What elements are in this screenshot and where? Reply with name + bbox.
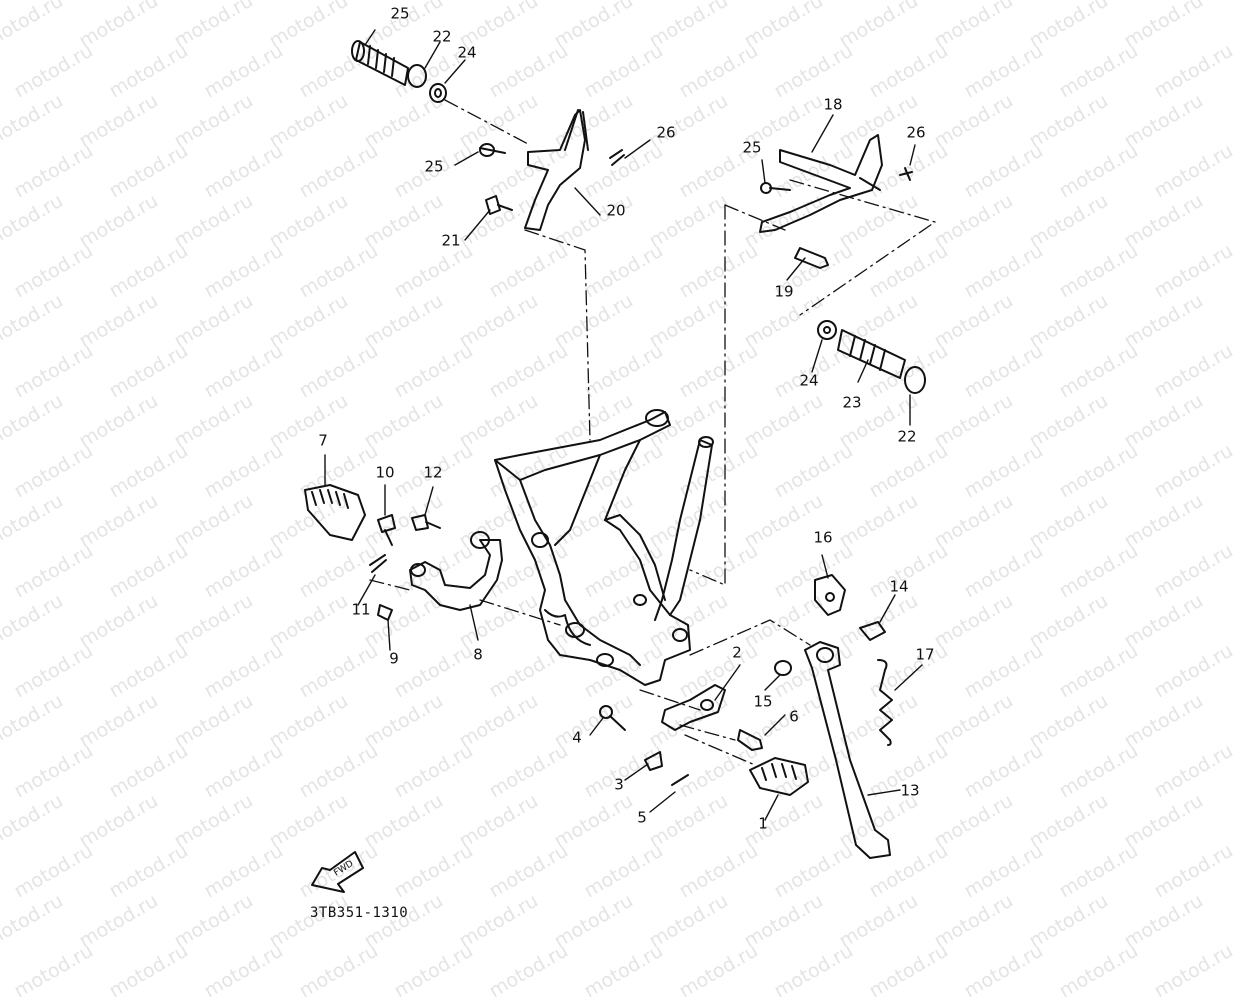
watermark-text: motod.ru bbox=[295, 939, 382, 1002]
watermark-text: motod.ru bbox=[675, 939, 762, 1002]
callout-5: 5 bbox=[637, 808, 647, 827]
callout-23-upper: 25 bbox=[390, 4, 410, 23]
rear-footpeg-left bbox=[351, 40, 447, 103]
callout-3: 3 bbox=[614, 775, 624, 794]
callout-11: 11 bbox=[351, 600, 371, 619]
callout-2: 2 bbox=[732, 643, 742, 662]
watermark-text: motod.ru bbox=[580, 939, 667, 1002]
alignment-lines bbox=[369, 99, 936, 766]
callout-24-right: 24 bbox=[799, 371, 819, 390]
callout-12: 12 bbox=[423, 463, 443, 482]
frame-subassembly bbox=[494, 409, 714, 686]
direction-arrow-icon: FWD bbox=[311, 851, 364, 893]
callout-21: 21 bbox=[441, 231, 461, 250]
callout-1: 1 bbox=[758, 814, 768, 833]
callout-9: 9 bbox=[389, 649, 399, 668]
watermark-text: motod.ru bbox=[770, 939, 857, 1002]
watermark-text: motod.ru bbox=[960, 939, 1047, 1002]
rear-footpeg-right bbox=[817, 320, 926, 394]
callout-25-right: 25 bbox=[742, 138, 762, 157]
watermark-text: motod.ru bbox=[105, 939, 192, 1002]
callout-22-right: 22 bbox=[897, 427, 917, 446]
front-footrest-left bbox=[304, 484, 503, 621]
callout-15: 15 bbox=[753, 692, 773, 711]
callout-26-upper: 26 bbox=[656, 123, 676, 142]
callout-20: 20 bbox=[606, 201, 626, 220]
callout-18: 18 bbox=[823, 95, 843, 114]
callout-8: 8 bbox=[473, 645, 483, 664]
callout-23-right: 23 bbox=[842, 393, 862, 412]
watermark-text: motod.ru bbox=[865, 939, 952, 1002]
leader-lines bbox=[324, 29, 923, 821]
exploded-view-drawing: FWD bbox=[304, 29, 936, 893]
callout-19: 19 bbox=[774, 282, 794, 301]
callout-26-right: 26 bbox=[906, 123, 926, 142]
callout-16: 16 bbox=[813, 528, 833, 547]
callout-24-upper: 24 bbox=[457, 43, 477, 62]
watermark-text: motod.ru bbox=[1055, 939, 1142, 1002]
callout-13: 13 bbox=[900, 781, 920, 800]
watermark-text: motod.ru bbox=[485, 939, 572, 1002]
callout-7: 7 bbox=[318, 431, 328, 450]
callout-10: 10 bbox=[375, 463, 395, 482]
callout-14: 14 bbox=[889, 577, 909, 596]
watermark-text: motod.ru bbox=[1150, 939, 1237, 1002]
callout-6: 6 bbox=[789, 707, 799, 726]
rear-footrest-bracket-left bbox=[479, 109, 625, 231]
watermark-text: motod.ru bbox=[200, 939, 287, 1002]
side-stand bbox=[774, 574, 893, 859]
watermark-text: motod.ru bbox=[10, 939, 97, 1002]
callout-22-upper: 22 bbox=[432, 27, 452, 46]
bolt-21 bbox=[485, 195, 513, 215]
drawing-code: 3TB351-1310 bbox=[310, 905, 409, 921]
callout-25-upper: 25 bbox=[424, 157, 444, 176]
callout-17: 17 bbox=[915, 645, 935, 664]
watermark-text: motod.ru bbox=[390, 939, 477, 1002]
bolt-19 bbox=[794, 247, 829, 269]
rear-footrest-bracket-right bbox=[759, 134, 913, 233]
callout-4: 4 bbox=[572, 728, 582, 747]
front-footrest-right bbox=[599, 684, 809, 796]
